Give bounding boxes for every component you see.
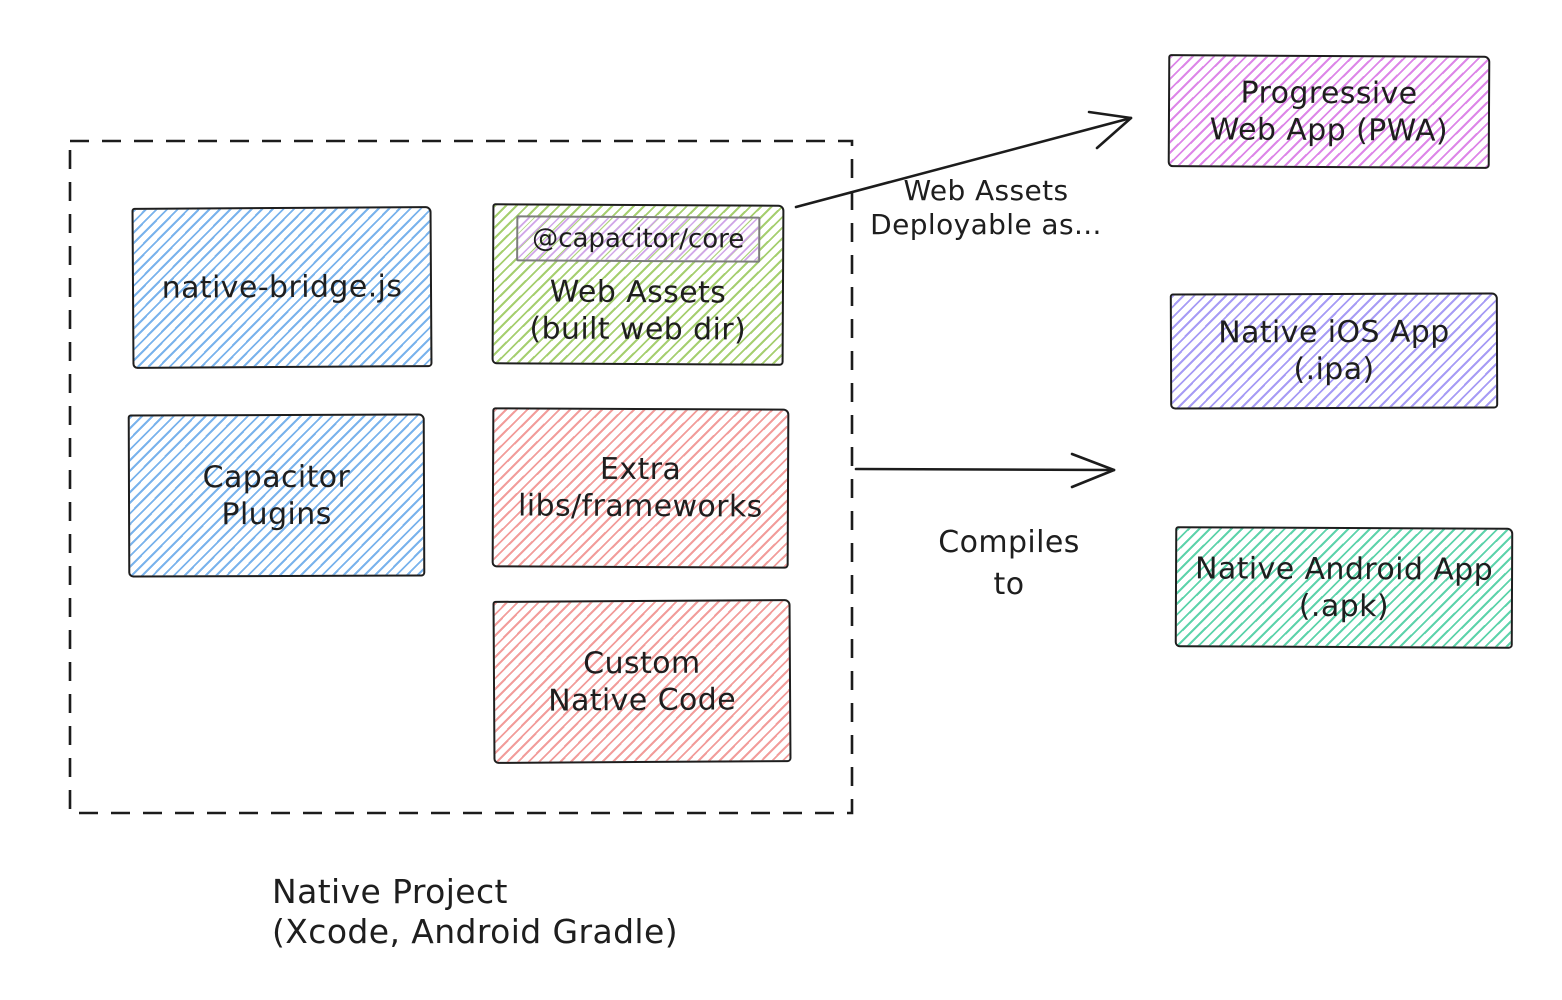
box-native-bridge: native-bridge.js <box>131 206 433 369</box>
box-label: Native Android App <box>1194 550 1494 588</box>
native-project-dashed-frame <box>68 139 854 815</box>
box-web-assets: @capacitor/core Web Assets (built web di… <box>491 203 785 366</box>
box-capacitor-plugins: Capacitor Plugins <box>127 413 426 578</box>
annotation-line: Compiles <box>938 525 1080 560</box>
caption-line: (Xcode, Android Gradle) <box>272 912 678 951</box>
box-extra-libs: Extra libs/frameworks <box>491 407 790 569</box>
box-pwa: Progressive Web App (PWA) <box>1167 54 1491 169</box>
caption-line: Native Project <box>272 872 508 911</box>
box-label: Native Code <box>548 681 737 719</box>
compiles-to-label: Compiles to <box>889 522 1129 606</box>
box-native-ios: Native iOS App (.ipa) <box>1169 292 1499 410</box>
capacitor-core-badge: @capacitor/core <box>516 215 761 263</box>
box-label: (.apk) <box>1298 588 1390 624</box>
deploy-arrow-shaft <box>794 116 1133 209</box>
annotation-line: Deployable as... <box>870 208 1102 241</box>
annotation-line: to <box>993 567 1025 602</box>
box-label: Plugins <box>221 496 332 532</box>
box-label: libs/frameworks <box>518 488 763 525</box>
box-label: Capacitor <box>202 459 351 495</box>
deployable-as-label: Web Assets Deployable as... <box>856 174 1116 242</box>
box-label: Native iOS App <box>1218 314 1450 351</box>
box-label: native-bridge.js <box>161 269 403 306</box>
box-label: Extra <box>599 451 682 488</box>
native-project-caption: Native Project (Xcode, Android Gradle) <box>272 872 678 952</box>
compile-arrow-head <box>1070 452 1116 489</box>
annotation-line: Web Assets <box>903 174 1069 207</box>
box-label: (.ipa) <box>1293 351 1375 388</box>
box-label: Web Assets <box>549 274 727 311</box>
box-label: Progressive <box>1240 75 1418 111</box>
box-native-android: Native Android App (.apk) <box>1174 526 1514 649</box>
box-custom-native-code: Custom Native Code <box>492 599 792 764</box>
compile-arrow-shaft <box>854 467 1116 472</box>
deploy-arrow-head <box>1087 110 1133 150</box>
box-label: Custom <box>583 645 701 681</box>
box-label: Web App (PWA) <box>1209 111 1449 149</box>
box-label: (built web dir) <box>529 311 747 348</box>
